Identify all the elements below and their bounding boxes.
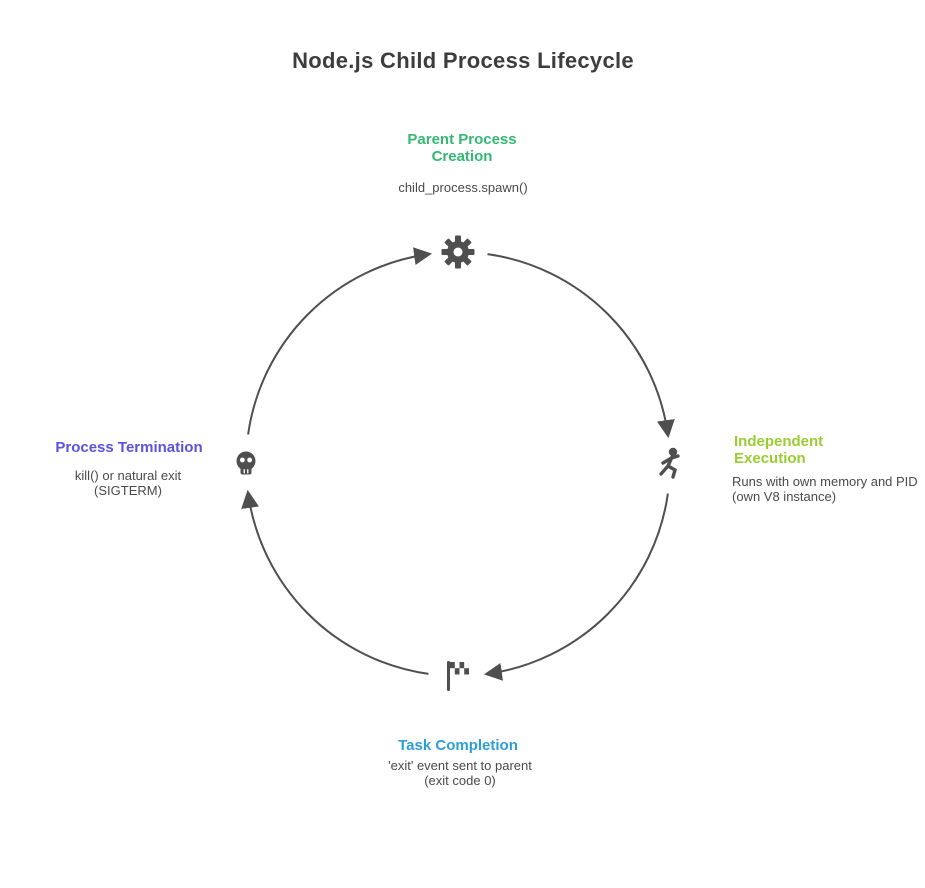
runner-icon: [659, 447, 680, 479]
stage-label-line: Parent Process: [407, 131, 517, 148]
stage-label-creation: Parent Process Creation: [407, 131, 516, 165]
flag-icon: [447, 661, 469, 691]
stage-note-line: kill() or natural exit: [74, 468, 182, 483]
stage-note-line: child_process.spawn(): [398, 180, 528, 195]
skull-icon: [236, 451, 256, 475]
stage-label-line: Process Termination: [55, 439, 203, 456]
stage-label-execution: Independent Execution: [734, 433, 823, 467]
stage-note-line: Runs with own memory and PID: [732, 474, 918, 489]
stage-note-termination: kill() or natural exit (SIGTERM): [75, 468, 181, 498]
stage-label-line: Task Completion: [398, 737, 518, 754]
stage-label-completion: Task Completion: [398, 737, 518, 754]
stage-note-completion: 'exit' event sent to parent (exit code 0…: [388, 758, 532, 788]
stage-note-line: 'exit' event sent to parent: [388, 758, 532, 773]
arc-left-to-top: [247, 247, 433, 435]
gear-icon: [441, 235, 475, 269]
stage-note-line: (own V8 instance): [732, 489, 837, 504]
arc-bottom-to-left: [241, 489, 429, 675]
diagram-title: Node.js Child Process Lifecycle: [292, 48, 634, 73]
stage-label-line: Independent: [734, 433, 824, 450]
stage-label-line: Creation: [431, 148, 493, 165]
stage-label-termination: Process Termination: [55, 439, 202, 456]
arc-top-to-right: [487, 253, 675, 439]
stage-note-creation: child_process.spawn(): [398, 180, 527, 195]
stage-note-line: (SIGTERM): [94, 483, 162, 498]
cycle-arcs: [241, 247, 675, 681]
stage-note-line: (exit code 0): [424, 773, 496, 788]
arc-right-to-bottom: [483, 493, 669, 681]
stage-note-execution: Runs with own memory and PID (own V8 ins…: [732, 474, 918, 504]
stage-label-line: Execution: [734, 450, 806, 467]
